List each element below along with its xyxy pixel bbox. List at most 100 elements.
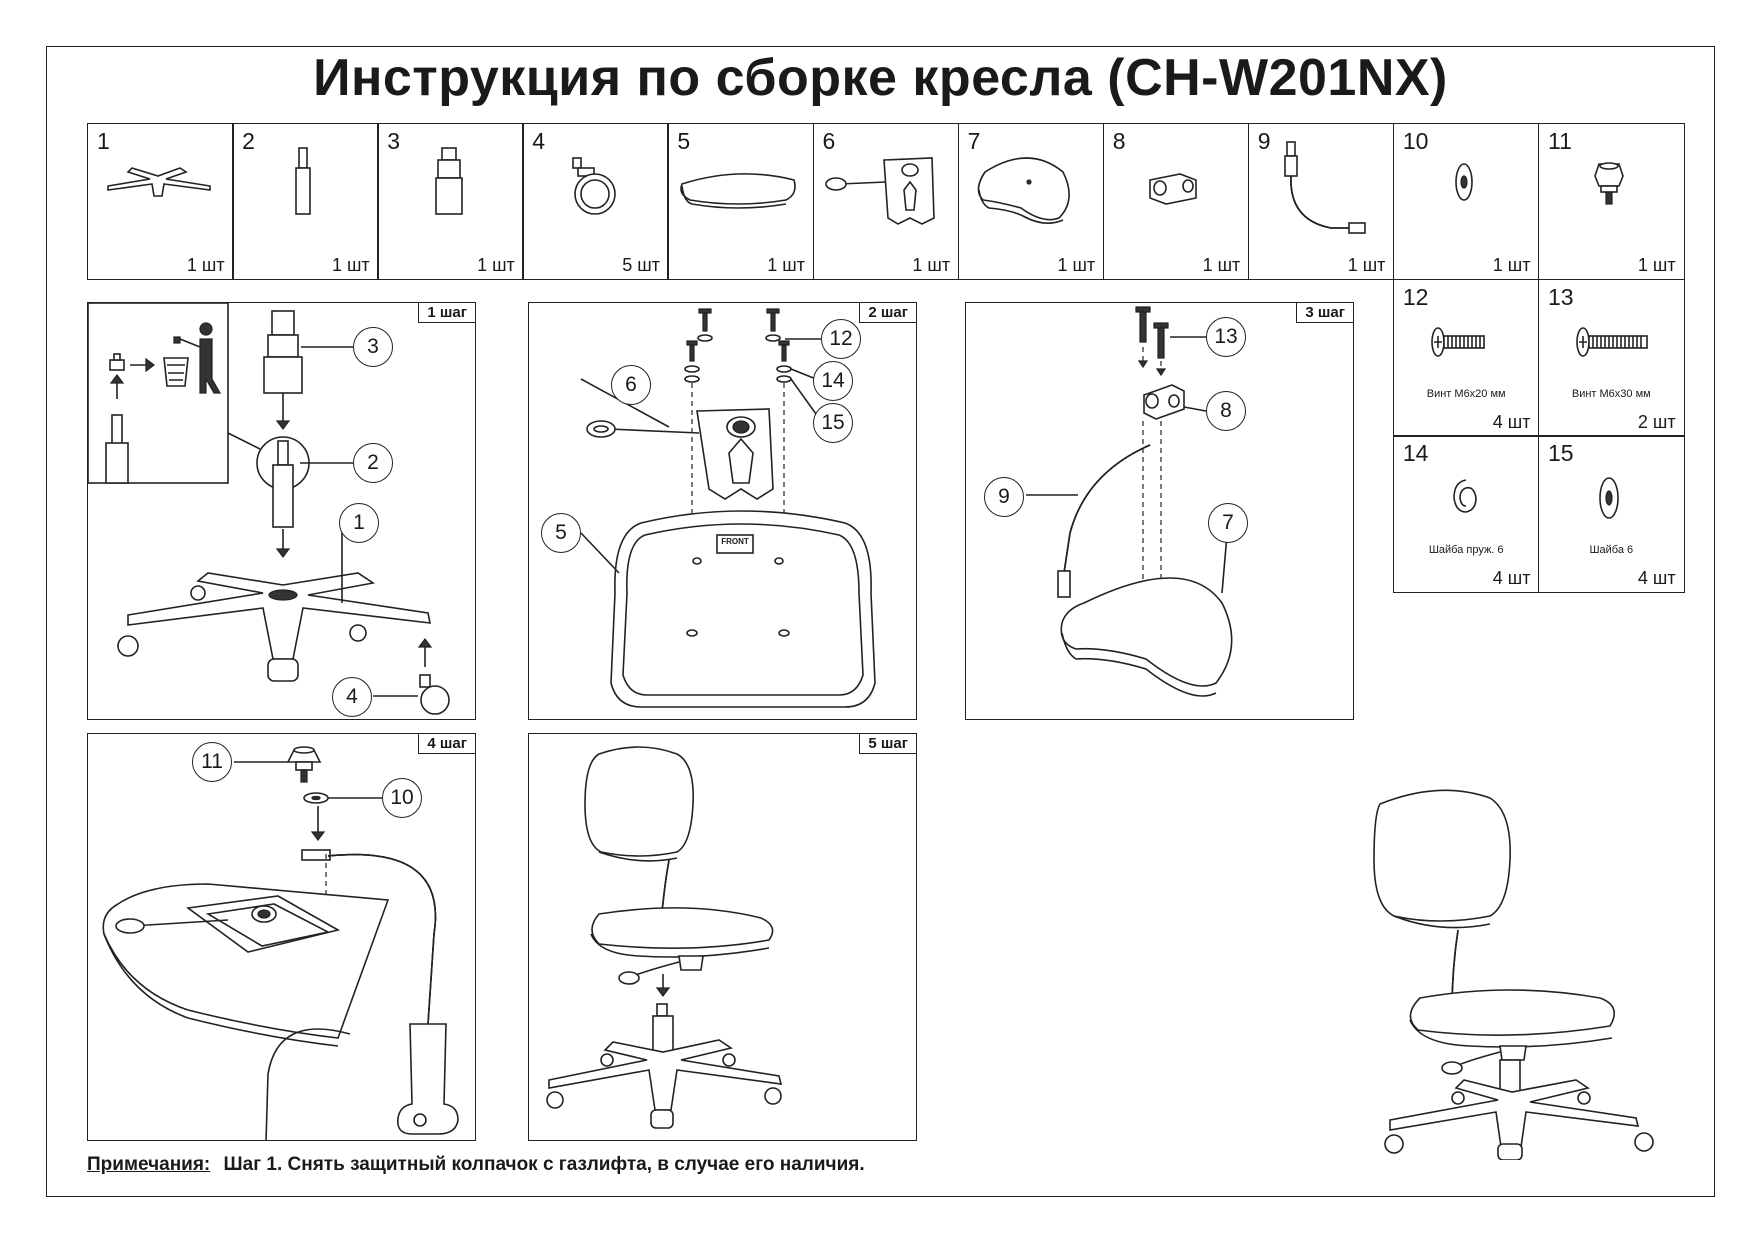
callout-3: 3 [353,327,393,367]
step-5-label: 5 шаг [859,734,916,754]
callout-7: 7 [1208,503,1248,543]
part-quantity: 1 шт [767,255,805,275]
part-5-cell: 5 1 шт [667,123,814,280]
hardware-number: 13 [1548,283,1574,310]
callout-9: 9 [984,477,1024,517]
part-quantity: 1 шт [1637,255,1676,275]
part-quantity: 5 шт [622,255,660,275]
step-2-illustration [580,308,876,708]
part-quantity: 1 шт [1057,255,1096,275]
knob-icon [1594,162,1624,205]
part-number: 1 [97,128,110,154]
part-11-cell: 11 1 шт [1538,123,1685,280]
part-number: 11 [1548,128,1572,154]
step-3-panel: 3 шаг 13 8 9 7 [965,302,1354,720]
notes: Примечания: Шаг 1. Снять защитный колпач… [87,1154,865,1176]
callout-14: 14 [813,361,853,401]
callout-6: 6 [611,365,651,405]
hardware-quantity: 4 шт [1492,568,1531,588]
step-3-label: 3 шаг [1296,303,1353,323]
step-1-panel: 1 шаг 3 2 1 4 [87,302,476,720]
person-disposing-icon [173,322,222,394]
mechanism-icon [824,157,935,225]
part-1-cell: 1 1 шт [87,123,234,280]
part-6-cell: 6 1 шт [812,123,960,280]
page-title: Инструкция по сборке кресла (CH-W201NX) [313,49,1448,107]
front-marker [716,534,754,554]
hardware-number: 14 [1402,440,1429,466]
part-number: 6 [822,128,836,154]
part-7-cell: 7 1 шт [957,123,1105,280]
notes-label: Примечания: [87,1154,211,1175]
notes-text: Шаг 1. Снять защитный колпачок с газлифт… [223,1154,865,1175]
page-frame [46,46,1715,1197]
seat-icon [680,173,797,209]
gas-lift-top-icon [105,414,129,484]
callout-13: 13 [1206,317,1246,357]
part-number: 5 [677,128,691,154]
part-9-cell: 9 1 шт [1247,123,1395,280]
callout-15: 15 [813,403,853,443]
cap-icon [109,353,125,371]
hardware-caption: Винт М6х20 мм [1426,387,1506,400]
front-label: FRONT [721,537,749,546]
telescopic-cover-icon [435,147,463,215]
hardware-caption: Винт М6х30 мм [1571,387,1651,400]
step-2-label: 2 шаг [859,303,916,323]
screw-long-icon [1576,326,1648,357]
part-quantity: 1 шт [1492,255,1531,275]
part-number: 4 [532,128,546,154]
part-number: 7 [967,128,981,154]
part-quantity: 1 шт [912,255,951,275]
part-2-cell: 2 1 шт [232,123,379,280]
callout-8: 8 [1206,391,1246,431]
callout-1: 1 [339,503,379,543]
gas-lift-icon [295,147,311,215]
star-base-icon [107,167,211,197]
screws-group [684,308,792,383]
bracket-icon [1148,173,1197,205]
part-quantity: 1 шт [1347,255,1386,275]
hardware-caption: Шайба пруж. 6 [1428,544,1504,556]
washer-icon [1455,163,1473,201]
step-5-panel: 5 шаг [528,733,917,1141]
part-10-cell: 10 1 шт [1392,123,1540,280]
hardware-quantity: 4 шт [1637,568,1676,588]
callout-4: 4 [332,677,372,717]
step-1-illustration [88,303,450,715]
backrest-icon [977,157,1070,224]
part-number: 2 [242,128,255,154]
part-quantity: 1 шт [331,255,370,275]
hardware-caption: Шайба 6 [1589,544,1634,556]
step-1-label: 1 шаг [418,303,475,323]
part-4-cell: 4 5 шт [522,123,669,280]
callout-5: 5 [541,513,581,553]
part-number: 9 [1257,128,1271,154]
callout-2: 2 [353,443,393,483]
hardware-number: 12 [1402,283,1429,310]
part-number: 3 [387,128,400,154]
spring-washer-icon [1453,479,1477,513]
step-3-illustration [1026,306,1233,697]
back-support-tube-icon [1283,141,1366,234]
caster-icon [572,157,617,215]
screw-short-icon [1431,326,1485,357]
part-8-cell: 8 1 шт [1102,123,1250,280]
part-quantity: 1 шт [1202,255,1241,275]
step-4-label: 4 шаг [418,734,475,754]
hardware-quantity: 4 шт [1492,411,1531,432]
part-quantity: 1 шт [477,255,515,275]
callout-10: 10 [382,778,422,818]
part-quantity: 1 шт [186,255,225,275]
part-3-cell: 3 1 шт [377,123,524,280]
part-number: 10 [1402,128,1429,154]
finished-chair-illustration [1373,789,1654,1160]
hardware-quantity: 2 шт [1637,411,1676,432]
step-5-illustration [546,746,783,1129]
part-number: 8 [1112,128,1126,154]
callout-11: 11 [192,742,232,782]
